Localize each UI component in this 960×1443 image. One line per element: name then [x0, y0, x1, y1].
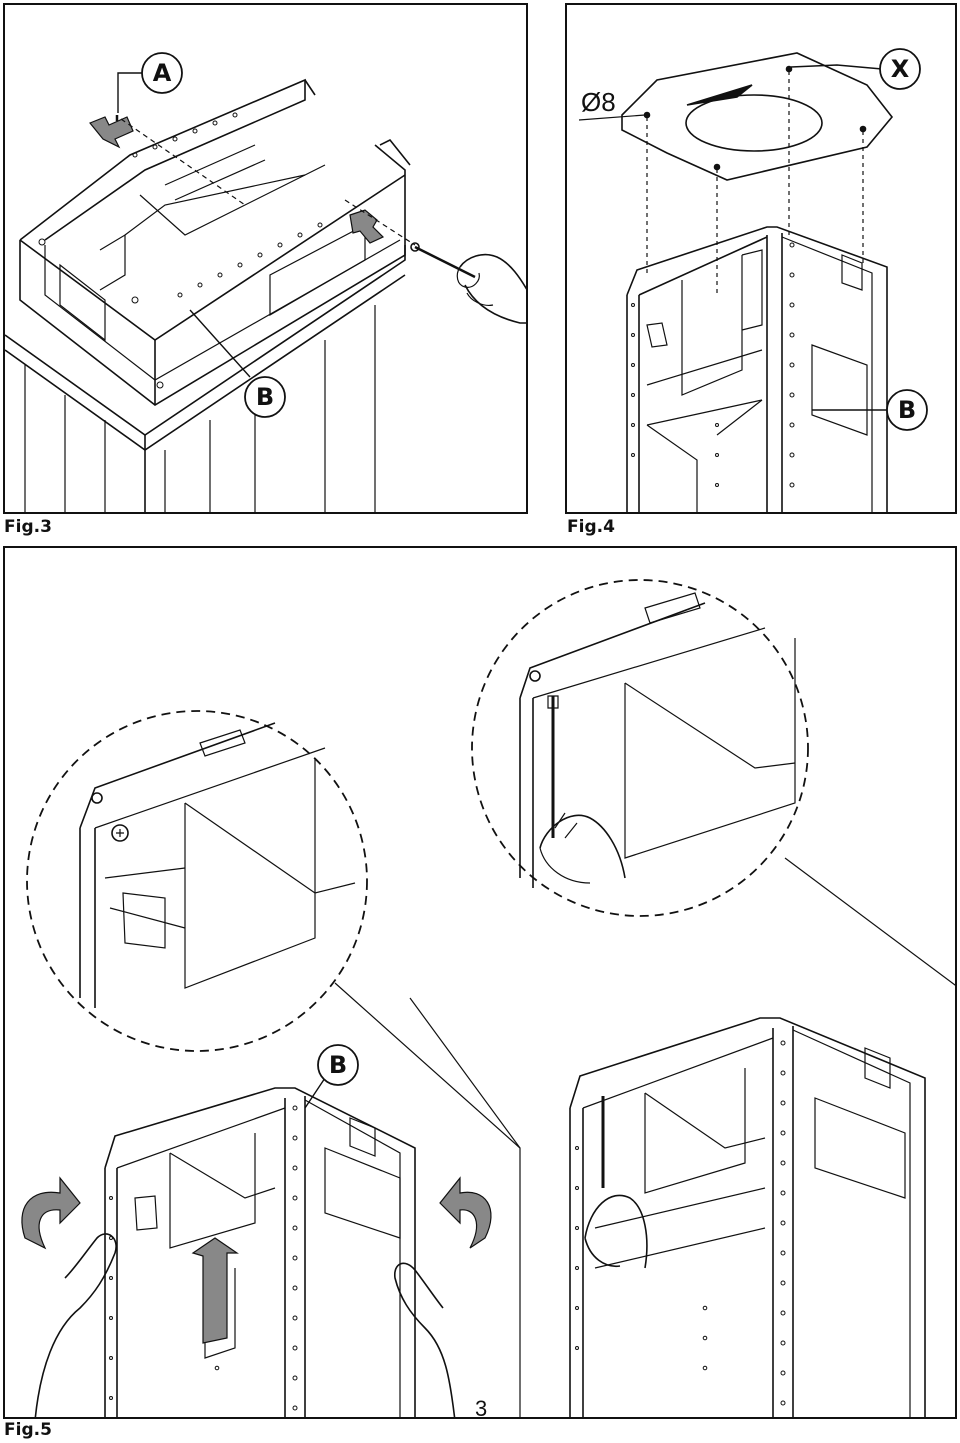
fig3-panel: A B	[3, 3, 528, 514]
fig5-drawing	[5, 548, 957, 1419]
background-cabinet	[335, 858, 957, 1419]
chimney-frame	[627, 227, 887, 514]
fig3-label: Fig.3	[4, 517, 52, 537]
ceiling-mounting-plate	[622, 53, 892, 180]
detail-circle-left	[27, 711, 367, 1051]
detail-circle-right	[472, 580, 808, 916]
callout-b-label: B	[328, 1051, 348, 1079]
callout-x-label: X	[890, 55, 910, 83]
rail-holes	[39, 113, 322, 388]
fig4-panel: Ø8 X B	[565, 3, 957, 514]
right-hand	[395, 1263, 455, 1419]
hole-projection-lines	[647, 71, 863, 295]
left-hand	[35, 1234, 116, 1419]
callout-x-leader	[791, 65, 882, 69]
slide-arrow	[345, 200, 415, 245]
rotate-arrow-left	[22, 1178, 80, 1248]
callout-x-circle	[880, 49, 920, 89]
cabinet-base	[5, 245, 405, 514]
hood-frame	[20, 80, 410, 405]
callout-a-circle	[142, 53, 182, 93]
fig5-panel: B	[3, 546, 957, 1419]
frame-assembly-right	[570, 1018, 925, 1419]
fig5-label: Fig.5	[4, 1420, 52, 1440]
fig4-drawing	[567, 5, 957, 514]
frame-assembly-left	[22, 1088, 491, 1419]
screw-removal-arrow	[90, 115, 245, 205]
callout-a-label: A	[152, 59, 172, 87]
callout-b-circle	[318, 1045, 358, 1085]
fig4-label: Fig.4	[567, 517, 615, 537]
callout-b-circle	[245, 377, 285, 417]
rotate-arrow-right	[440, 1178, 491, 1248]
callout-a-leader	[118, 73, 142, 113]
hand-with-screwdriver	[411, 243, 528, 323]
screwdriver-hand	[585, 1195, 647, 1268]
callout-b-label: B	[897, 396, 917, 424]
diameter-label: Ø8	[581, 87, 616, 117]
callout-b-circle	[887, 390, 927, 430]
dimension-leader	[579, 115, 645, 120]
page-number: 3	[475, 1396, 488, 1421]
lift-arrow	[193, 1238, 237, 1343]
fig3-drawing	[5, 5, 528, 514]
callout-b-leader	[190, 310, 250, 377]
callout-b-label: B	[255, 383, 275, 411]
callout-b-leader	[305, 1078, 325, 1108]
